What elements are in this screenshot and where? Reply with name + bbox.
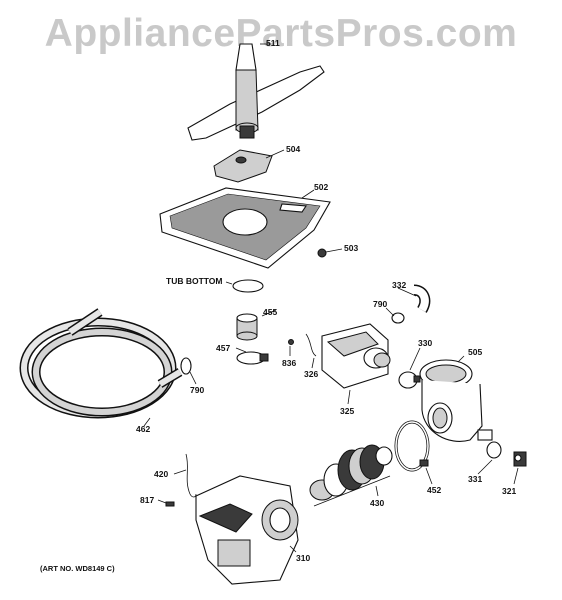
hose-clamp-790-right xyxy=(391,312,405,324)
nut-503 xyxy=(317,248,327,258)
clamp-331 xyxy=(486,441,502,459)
callout-455: 455 xyxy=(263,307,277,317)
tub-bottom-ring xyxy=(225,279,264,293)
callout-503: 503 xyxy=(344,243,358,253)
grommet-455 xyxy=(236,313,258,341)
callout-511: 511 xyxy=(266,38,280,48)
valve-321 xyxy=(513,451,527,467)
spray-arm-511 xyxy=(187,43,325,141)
callout-tub-bottom: TUB BOTTOM xyxy=(166,276,223,286)
small-parts-836-326 xyxy=(288,333,317,357)
callout-462: 462 xyxy=(136,424,150,434)
callout-330: 330 xyxy=(418,338,432,348)
drain-hose-462 xyxy=(19,308,183,419)
callout-325: 325 xyxy=(340,406,354,416)
callout-790-top: 790 xyxy=(373,299,387,309)
clamp-330 xyxy=(398,371,421,389)
sump-505 xyxy=(419,359,493,442)
impeller-assembly-430 xyxy=(309,444,393,507)
callout-836: 836 xyxy=(282,358,296,368)
motor-310 xyxy=(195,475,299,585)
hose-elbow-332 xyxy=(413,284,431,313)
callout-430: 430 xyxy=(370,498,384,508)
art-number: (ART NO. WD8149 C) xyxy=(40,564,115,573)
screw-817 xyxy=(165,501,175,507)
watermark: AppliancePartsPros.com xyxy=(44,12,518,55)
filter-screen-502 xyxy=(159,187,331,269)
hose-clamp-790-left xyxy=(180,357,192,375)
callout-331: 331 xyxy=(468,474,482,484)
callout-452: 452 xyxy=(427,485,441,495)
manifold-504 xyxy=(213,149,273,183)
callout-502: 502 xyxy=(314,182,328,192)
callout-790-left: 790 xyxy=(190,385,204,395)
callout-817: 817 xyxy=(140,495,154,505)
callout-332: 332 xyxy=(392,280,406,290)
callout-420: 420 xyxy=(154,469,168,479)
clamp-457 xyxy=(236,351,269,365)
clamp-452 xyxy=(394,420,430,472)
callout-310: 310 xyxy=(296,553,310,563)
callout-326: 326 xyxy=(304,369,318,379)
callout-321: 321 xyxy=(502,486,516,496)
callout-504: 504 xyxy=(286,144,300,154)
wire-420 xyxy=(185,453,197,498)
callout-505: 505 xyxy=(468,347,482,357)
drain-pump-325 xyxy=(321,323,391,389)
callout-457: 457 xyxy=(216,343,230,353)
leader-lines xyxy=(143,43,519,553)
